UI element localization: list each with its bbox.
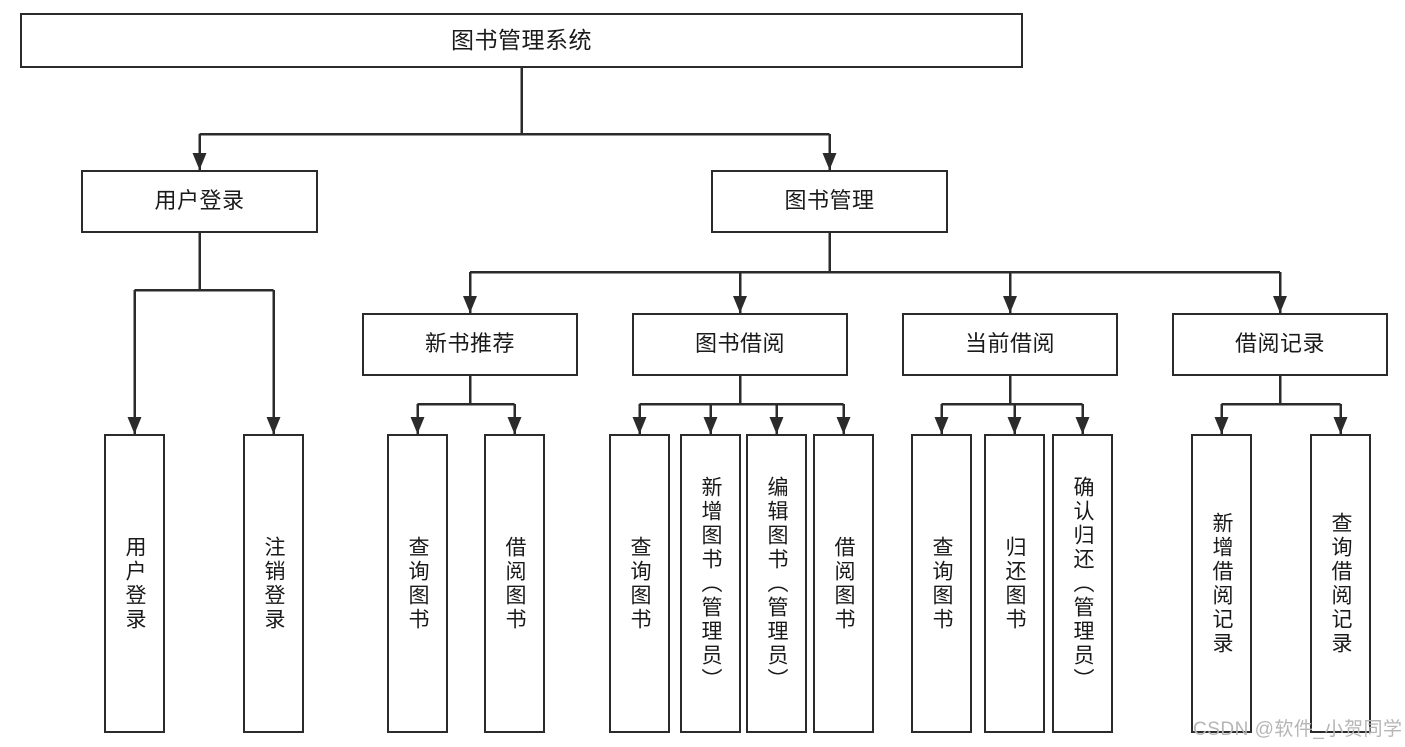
node-label-l-qrec: 查询借阅记录 [1329,511,1352,656]
arrowhead [632,417,647,434]
node-root[interactable]: 图书管理系统 [20,13,1023,68]
node-l-addbook[interactable]: 新增图书（管理员） [680,434,741,733]
arrowhead [192,153,207,170]
arrowhead [733,296,747,313]
arrowhead [934,417,949,434]
node-label-borrow: 图书借阅 [694,331,785,357]
node-l-logout[interactable]: 注销登录 [243,434,304,733]
arrowhead [266,417,281,434]
node-l-qbook1[interactable]: 查询图书 [387,434,448,733]
arrowhead [836,417,851,434]
node-l-bbook2[interactable]: 借阅图书 [813,434,874,733]
arrowhead [127,417,142,434]
arrowhead [463,296,477,313]
node-label-l-logout: 注销登录 [262,535,285,632]
node-label-l-addbook: 新增图书（管理员） [699,475,722,692]
node-label-l-qbook1: 查询图书 [406,535,429,632]
node-label-bookmgmt: 图书管理 [784,188,875,214]
arrowhead [1214,417,1229,434]
node-bookmgmt[interactable]: 图书管理 [711,170,948,233]
node-l-qbook3[interactable]: 查询图书 [911,434,972,733]
node-label-l-confirm: 确认归还（管理员） [1071,475,1094,692]
node-records[interactable]: 借阅记录 [1172,313,1388,376]
node-borrow[interactable]: 图书借阅 [632,313,848,376]
node-label-l-bbook1: 借阅图书 [503,535,526,632]
node-label-l-qbook2: 查询图书 [628,535,651,632]
node-label-l-addrec: 新增借阅记录 [1210,511,1233,656]
node-l-qrec[interactable]: 查询借阅记录 [1310,434,1371,733]
node-label-l-editbook: 编辑图书（管理员） [765,475,788,692]
watermark-label: CSDN @软件_小贺同学 [1193,719,1403,740]
arrowhead [822,153,837,170]
node-label-current: 当前借阅 [964,331,1055,357]
node-label-l-return: 归还图书 [1003,535,1026,632]
node-label-records: 借阅记录 [1234,331,1325,357]
arrowhead [410,417,425,434]
node-label-l-userlogin: 用户登录 [123,535,146,632]
arrowhead [1003,296,1017,313]
node-l-editbook[interactable]: 编辑图书（管理员） [746,434,807,733]
node-current[interactable]: 当前借阅 [902,313,1118,376]
node-l-bbook1[interactable]: 借阅图书 [484,434,545,733]
node-l-addrec[interactable]: 新增借阅记录 [1191,434,1252,733]
node-label-l-qbook3: 查询图书 [930,535,953,632]
arrowhead [703,417,718,434]
node-label-newbook: 新书推荐 [424,331,515,357]
arrowhead [507,417,522,434]
node-login[interactable]: 用户登录 [81,170,318,233]
node-label-l-bbook2: 借阅图书 [832,535,855,632]
arrowhead [769,417,784,434]
arrowhead [1333,417,1348,434]
node-l-confirm[interactable]: 确认归还（管理员） [1052,434,1113,733]
node-label-root: 图书管理系统 [451,26,592,53]
node-l-return[interactable]: 归还图书 [984,434,1045,733]
arrowhead [1075,417,1090,434]
node-newbook[interactable]: 新书推荐 [362,313,578,376]
arrowhead [1007,417,1022,434]
node-label-login: 用户登录 [154,188,245,214]
node-l-userlogin[interactable]: 用户登录 [104,434,165,733]
node-l-qbook2[interactable]: 查询图书 [609,434,670,733]
arrowhead [1273,296,1287,313]
